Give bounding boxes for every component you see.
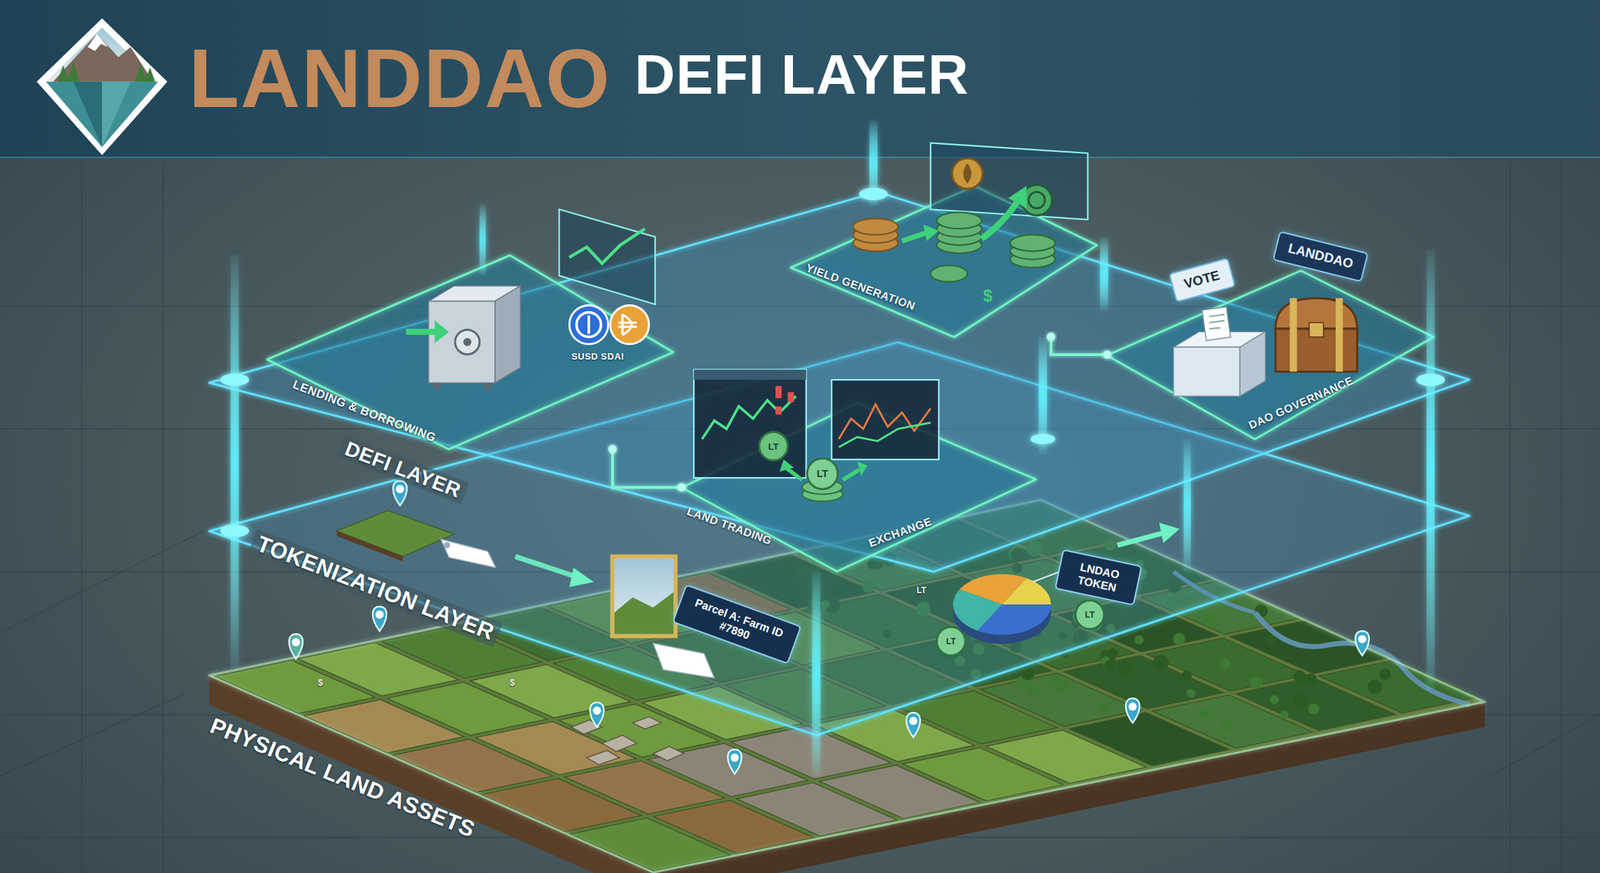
coin-label: LT: [816, 468, 828, 479]
text-holder: DEFI LAYER: [634, 46, 970, 103]
text-holder: $: [318, 675, 324, 689]
connector-dot: [677, 483, 687, 492]
tree: [1099, 703, 1110, 714]
connector-dot: [1046, 332, 1056, 342]
governance-panel: DAO GOVERNANCEVOTELANDDAO: [1106, 270, 1434, 440]
tree: [1249, 676, 1263, 689]
tree: [1379, 668, 1391, 680]
tree: [1172, 632, 1185, 645]
field-mark: $: [509, 677, 515, 687]
tree: [1020, 666, 1035, 681]
text-holder: LT: [816, 467, 828, 480]
tree: [1293, 669, 1306, 683]
tree: [1308, 703, 1320, 715]
dollar-sign: $: [983, 287, 993, 305]
text-holder: LT: [916, 583, 927, 596]
tree: [1280, 709, 1289, 719]
tree: [1026, 682, 1039, 695]
panel-shape: [1106, 270, 1434, 440]
vote-callout: VOTE: [1168, 257, 1236, 303]
connector-line: [612, 448, 682, 488]
tree: [1153, 654, 1169, 670]
tree: [1108, 648, 1118, 658]
tree: [1304, 673, 1317, 687]
land-field: [1318, 659, 1480, 713]
subtitle: DEFI LAYER: [634, 46, 970, 103]
tree: [1200, 707, 1211, 719]
text-holder: SUSD SDAI: [571, 349, 624, 363]
text-holder: $: [983, 287, 993, 305]
tree: [1049, 676, 1064, 691]
tree: [1220, 719, 1233, 732]
landdao-callout: LANDDAO: [1272, 230, 1368, 282]
coin-label: LT: [768, 441, 780, 452]
tree: [1269, 695, 1280, 705]
text-holder: LT: [768, 439, 780, 453]
tree: [1367, 679, 1382, 694]
tree: [1293, 693, 1308, 709]
tree: [1134, 634, 1144, 645]
tree: [1117, 660, 1132, 675]
connector-line: [1051, 337, 1107, 356]
tree: [1202, 611, 1219, 628]
tree: [1181, 670, 1192, 681]
title: LANDDAO: [188, 37, 612, 120]
connector: [608, 444, 687, 492]
tree: [1186, 688, 1196, 698]
connector-dot: [608, 444, 617, 454]
text-holder: $: [509, 675, 515, 689]
text-holder: LANDDAO: [188, 37, 612, 120]
panel-label: SUSD SDAI: [571, 351, 624, 362]
callout-text: LANDDAO: [1286, 240, 1355, 273]
text-holder: LT: [946, 634, 956, 647]
callout-text: LNDAO TOKEN: [1068, 558, 1129, 597]
text-holder: LT: [1085, 607, 1096, 621]
field-mark: $: [318, 677, 324, 687]
tree: [1104, 659, 1115, 670]
connector: [1046, 332, 1112, 360]
token-label: LT: [916, 586, 927, 595]
connector-dot: [1102, 350, 1112, 359]
tree: [1219, 658, 1231, 669]
callout-text: VOTE: [1182, 267, 1222, 293]
coin-label: LT: [946, 637, 956, 646]
coin-label: LT: [1085, 610, 1096, 619]
